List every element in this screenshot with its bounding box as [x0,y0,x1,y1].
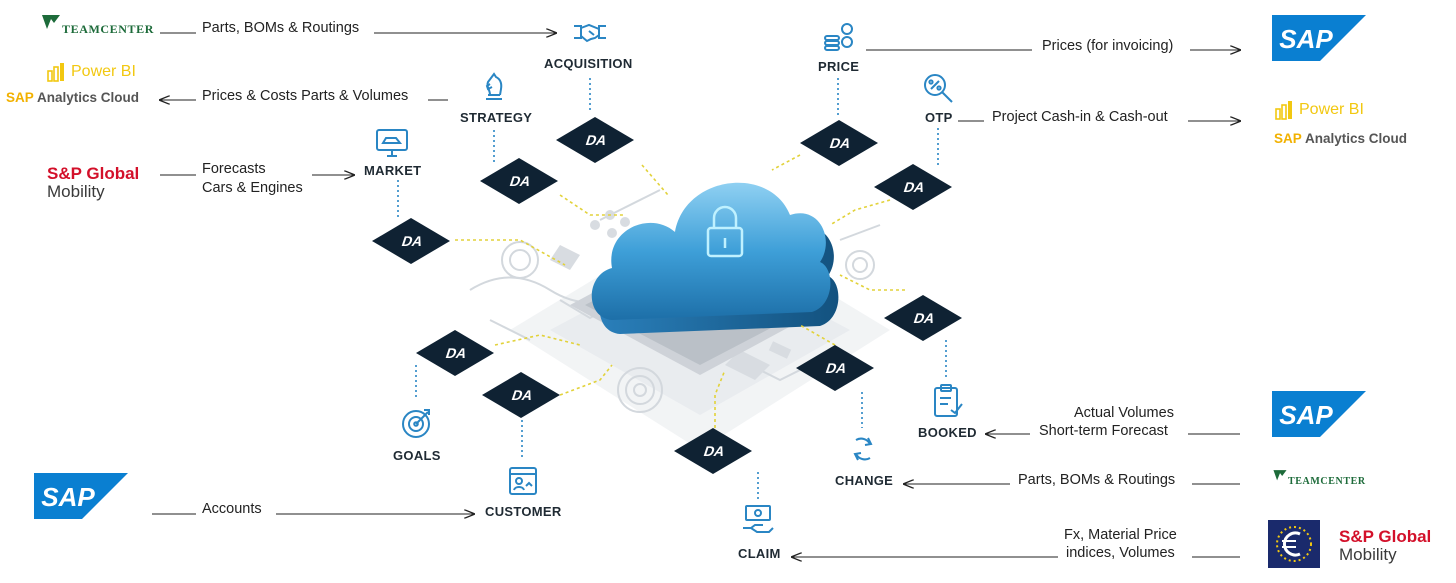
chip-goals: DA [416,330,494,376]
svg-text:DA: DA [902,180,927,196]
cloud-lock-icon [591,182,839,334]
sac-sap-text: SAP [6,90,34,105]
teamcenter-wordmark: TEAMCENTER [1288,476,1366,487]
teamcenter-wordmark: TEAMCENTER [62,22,155,36]
spglobal-line1: S&P Global [47,164,140,183]
svg-text:DA: DA [400,234,425,250]
icon-links [397,78,947,500]
flow-label-forecasts-line2: Cars & Engines [202,180,303,196]
spglobal-line2: Mobility [1339,544,1397,564]
flow-label-prices-invoicing: Prices (for invoicing) [1042,38,1174,54]
ecb-euro-logo [1268,520,1320,568]
chip-price: DA [800,120,878,166]
chip-market: DA [372,218,450,264]
chip-change: DA [796,345,874,391]
powerbi-icon [1275,101,1292,120]
module-label-claim: CLAIM [738,546,781,561]
module-label-acquisition: ACQUISITION [544,56,633,71]
spglobal-logo-left: S&P Global Mobility [47,165,139,201]
target-icon [402,409,430,438]
svg-text:DA: DA [510,388,535,404]
svg-text:DA: DA [444,346,469,362]
module-label-market: MARKET [364,163,422,178]
flow-label-fx-line1: Fx, Material Price [1064,527,1177,543]
spglobal-line1: S&P Global [1339,527,1432,546]
powerbi-icon [47,63,64,82]
module-label-otp: OTP [925,110,953,125]
sac-sap-text: SAP [1274,131,1302,146]
svg-text:DA: DA [828,136,853,152]
module-label-price: PRICE [818,59,860,74]
chip-booked: DA [884,295,962,341]
sac-rest-text: Analytics Cloud [33,90,140,105]
car-monitor-icon [376,129,408,157]
flow-label-forecasts-line1: Forecasts [202,161,266,177]
svg-text:DA: DA [912,311,937,327]
sap-logo-top-right: SAP [1272,15,1366,61]
powerbi-wordmark: Power BI [71,63,136,80]
spglobal-logo-right: S&P Global Mobility [1339,528,1431,564]
change-cycle-icon [853,437,873,461]
chip-strategy: DA [480,158,558,204]
flow-label-parts-boms-routings-top: Parts, BOMs & Routings [202,20,360,36]
chess-knight-icon [485,72,503,100]
chip-claim: DA [674,428,752,474]
sap-logo-bottom-left: SAP [34,473,128,519]
svg-text:DA: DA [584,133,609,149]
teamcenter-mark-icon [1273,469,1287,480]
sap-analytics-cloud-logo-right: SAP Analytics Cloud [1274,131,1407,146]
module-label-customer: CUSTOMER [485,504,562,519]
sap-text: SAP [41,482,95,512]
teamcenter-logo-right: TEAMCENTER [1272,464,1366,487]
module-label-booked: BOOKED [918,425,977,440]
module-label-strategy: STRATEGY [460,110,533,125]
customer-card-icon [509,467,537,495]
powerbi-logo-left: Power BI [46,62,136,82]
sac-rest-text: Analytics Cloud [1301,131,1408,146]
sap-text: SAP [1279,24,1333,54]
flow-label-parts-boms-routings-bottom: Parts, BOMs & Routings [1018,472,1176,488]
coins-icon [824,23,853,51]
powerbi-wordmark: Power BI [1299,101,1364,118]
percent-search-icon [924,74,953,103]
handshake-icon [574,23,606,43]
sap-logo-mid-right: SAP [1272,391,1366,437]
module-label-goals: GOALS [393,448,441,463]
sap-analytics-cloud-logo-left: SAP Analytics Cloud [6,90,139,105]
svg-text:DA: DA [824,361,849,377]
sap-text: SAP [1279,400,1333,430]
clipboard-check-icon [934,384,963,417]
connectors [455,154,905,440]
flow-label-project-cash: Project Cash-in & Cash-out [992,109,1168,125]
svg-text:DA: DA [508,174,533,190]
flow-label-accounts: Accounts [202,501,262,517]
teamcenter-logo-top-left: TEAMCENTER [40,8,154,37]
powerbi-logo-right: Power BI [1274,100,1364,120]
module-label-change: CHANGE [835,473,894,488]
flow-label-actual-volumes-line2: Short-term Forecast [1039,423,1168,439]
chip-customer: DA [482,372,560,418]
claim-hand-icon [743,505,774,533]
spglobal-line2: Mobility [47,181,105,201]
chip-otp: DA [874,164,952,210]
chip-acquisition: DA [556,117,634,163]
svg-text:DA: DA [702,444,727,460]
flow-label-prices-costs: Prices & Costs Parts & Volumes [202,88,409,104]
flow-label-fx-line2: indices, Volumes [1066,545,1175,561]
teamcenter-mark-icon [42,14,60,29]
flow-label-actual-volumes-line1: Actual Volumes [1074,405,1174,421]
